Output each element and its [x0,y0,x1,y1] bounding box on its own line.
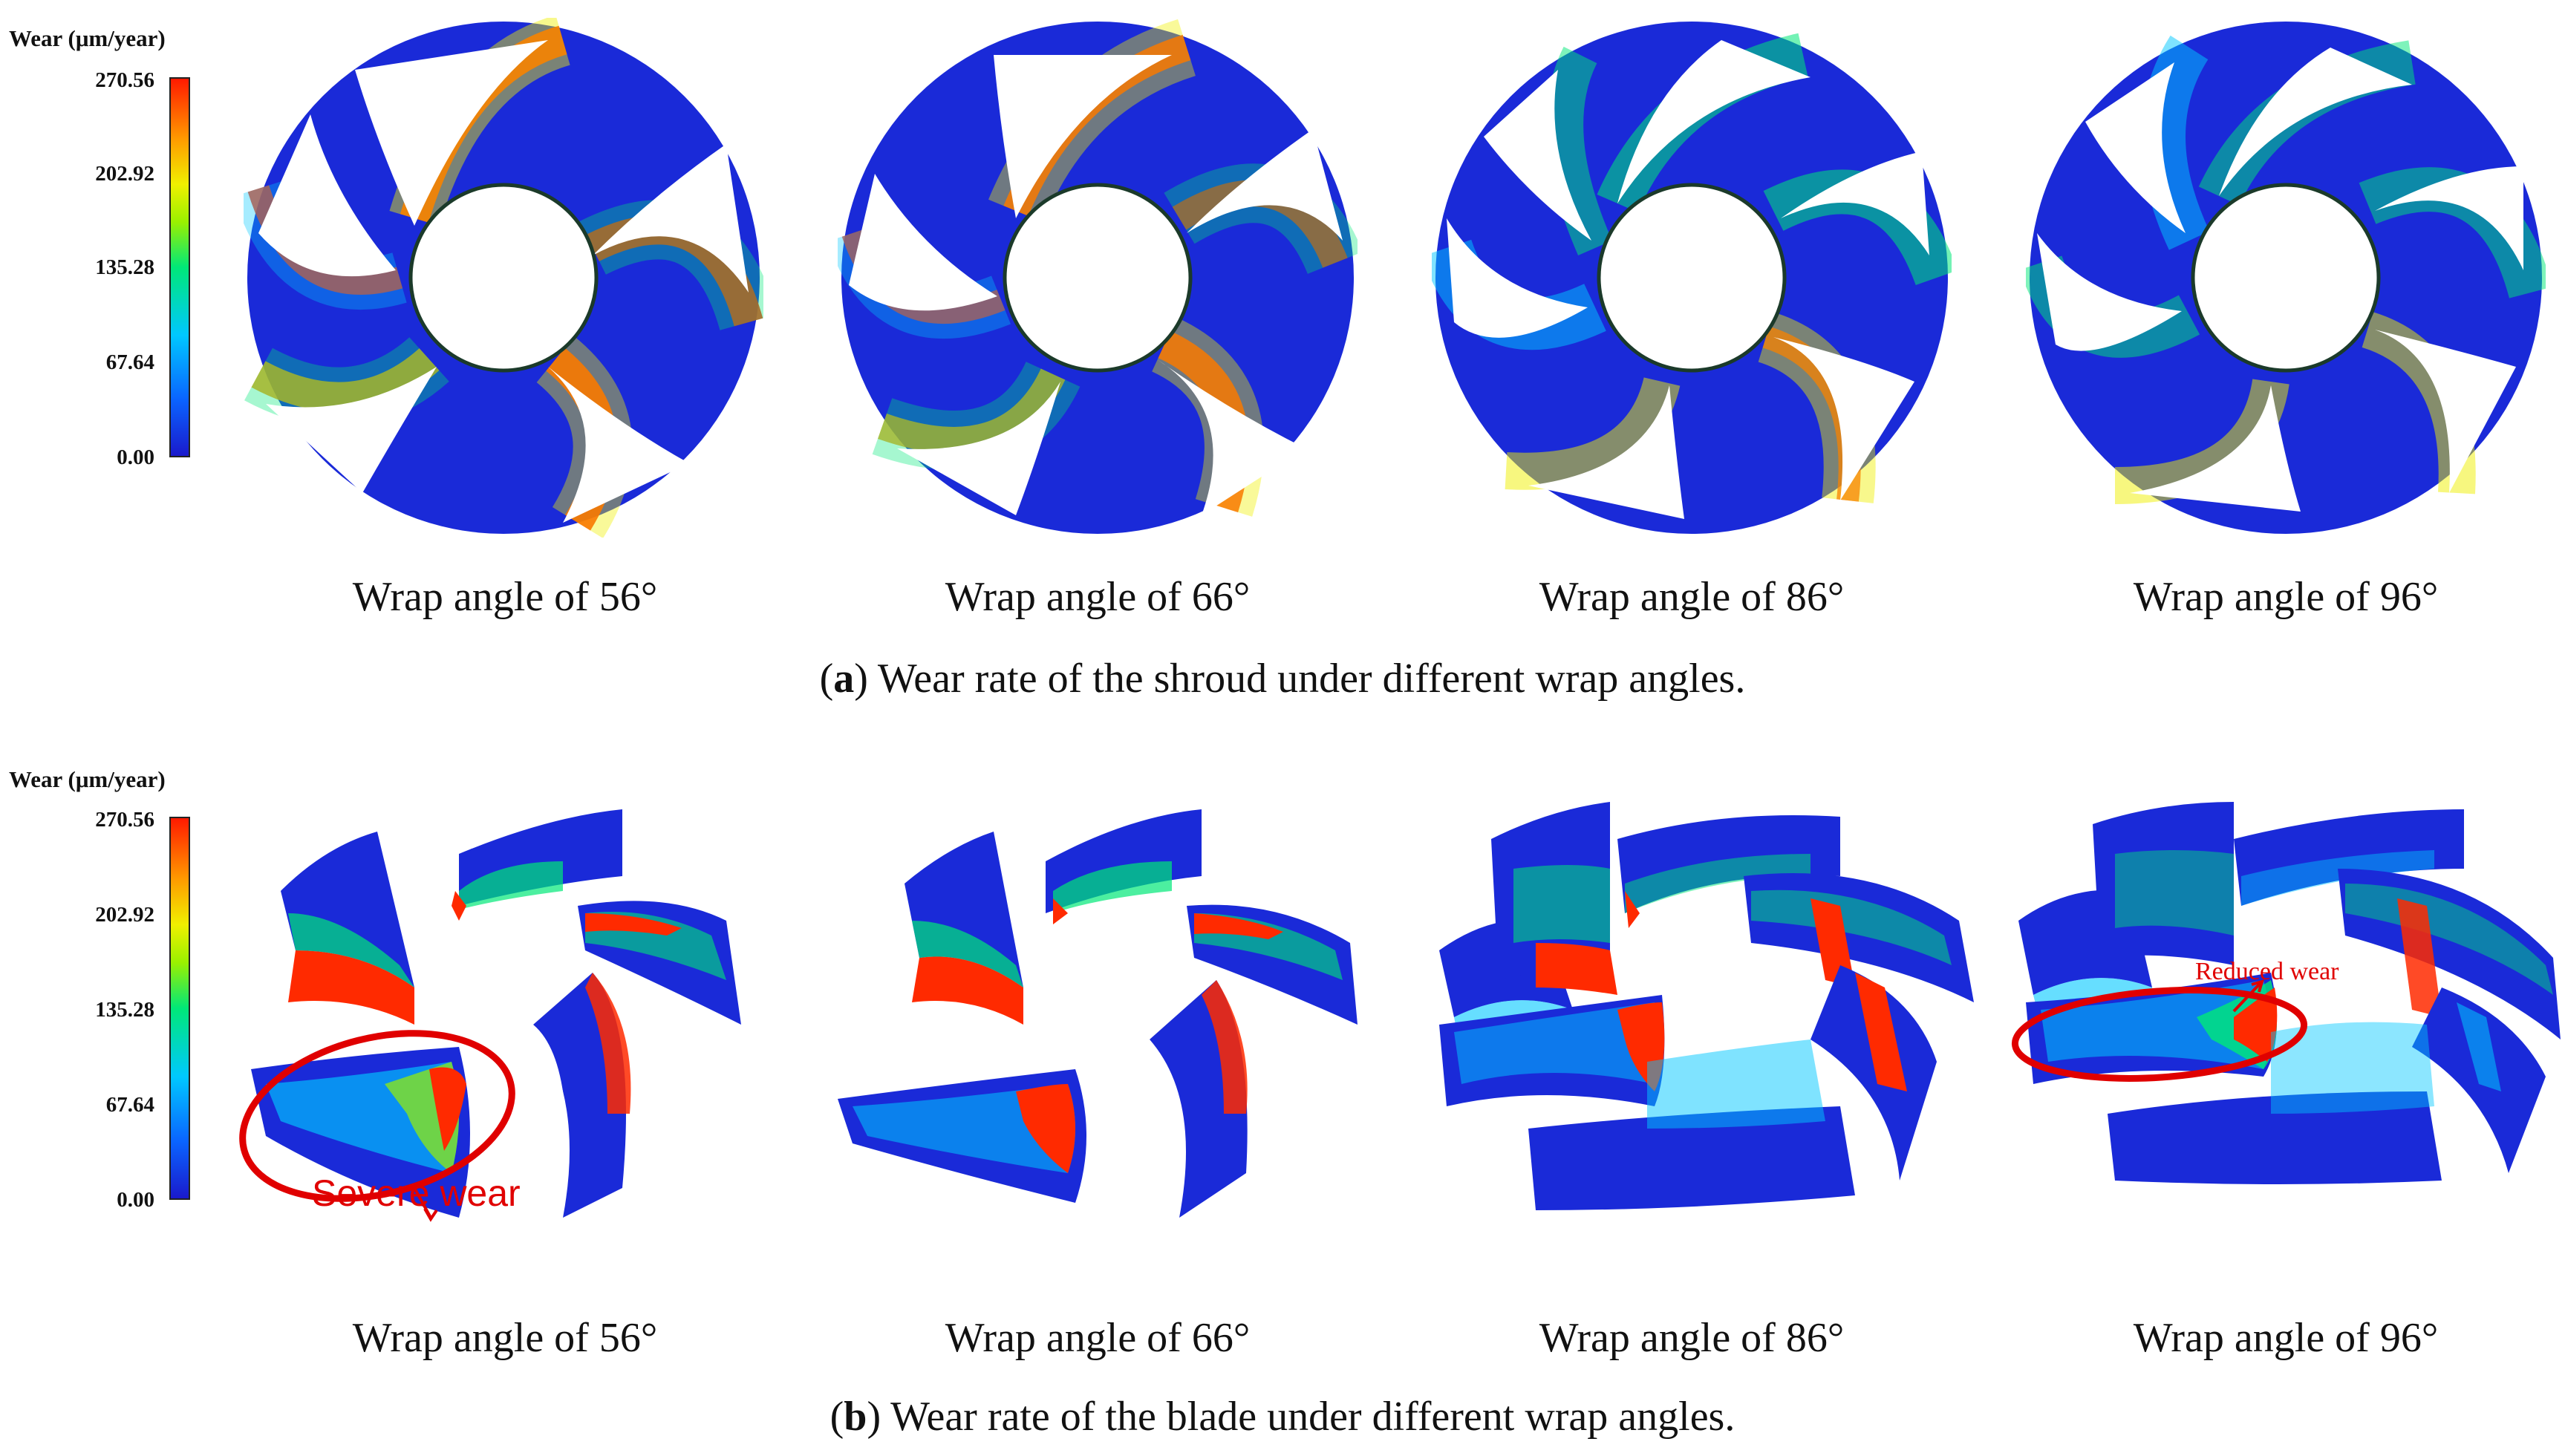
caption-a-86: Wrap angle of 86° [1539,574,1845,620]
blade-lower-right [1811,965,1937,1181]
colorbar-a-tick-2: 202.92 [95,162,154,186]
caption-a-66: Wrap angle of 66° [945,574,1251,620]
subcaption-b: (b) Wear rate of the blade under differe… [830,1394,1735,1440]
blade-wear-contour-86 [1439,802,1974,1210]
subcaption-b-text: Wear rate of the blade under different w… [881,1394,1735,1440]
blade-top-left [905,832,1023,1025]
subcaption-a-label: a [833,656,855,702]
blade-top [1046,809,1202,924]
blade-right [2338,869,2561,1039]
colorbar-b-tick-min: 0.00 [117,1188,154,1212]
shroud-wear-contour-56 [244,18,763,538]
blade-passages [2037,48,2523,512]
shroud-wear-contour-96 [2026,22,2546,534]
colorbar-title-a: Wear (μm/year) [9,25,166,51]
colorbar-a-tick-min: 0.00 [117,445,154,469]
blade-lower-right [511,973,631,1218]
colorbar-a [169,77,190,457]
blade-passages [258,40,749,523]
blade-upper-left [2093,802,2234,965]
blade-wear-contour-56 [239,809,741,1222]
colorbar-a-tick-3: 135.28 [95,255,154,279]
shroud-wear-contour-86 [1432,22,1952,534]
blade-top-left [281,832,414,1025]
blade-top [1617,815,1840,928]
blade-right [578,901,741,1025]
blade-lower-left [838,1069,1086,1203]
colorbar-b-tick-max: 270.56 [95,808,154,832]
reduced-wear-ellipse [2011,987,2308,1082]
blade-upper-left [1491,802,1617,995]
subcaption-b-label: b [844,1394,867,1440]
caption-b-86: Wrap angle of 86° [1539,1315,1845,1361]
blade-bottom [1528,1039,1855,1210]
blade-wear-contour-66 [838,809,1358,1218]
blade-top [452,809,622,921]
caption-b-96: Wrap angle of 96° [2133,1315,2439,1361]
blade-passages [1447,40,1929,519]
reduced-wear-arrow [2232,982,2262,1013]
colorbar-b-tick-2: 202.92 [95,903,154,927]
caption-b-66: Wrap angle of 66° [945,1315,1251,1361]
blade-lower-right [1127,980,1248,1218]
subcaption-a: (a) Wear rate of the shroud under differ… [819,656,1746,702]
caption-a-96: Wrap angle of 96° [2133,574,2439,620]
caption-a-56: Wrap angle of 56° [352,574,658,620]
blade-right [1187,904,1358,1025]
colorbar-b-tick-3: 135.28 [95,998,154,1022]
colorbar-title-b: Wear (μm/year) [9,766,166,792]
colorbar-b-tick-4: 67.64 [105,1093,154,1117]
severe-wear-ellipse [239,1030,515,1202]
caption-b-56: Wrap angle of 56° [352,1315,658,1361]
annotation-reduced-wear: Reduced wear [2195,958,2339,985]
blade-lower-left [251,1047,470,1218]
colorbar-a-tick-max: 270.56 [95,68,154,92]
blade-wear-contour-96 [2011,802,2561,1184]
shroud-wear-contour-66 [838,19,1358,534]
blade-bottom [2108,1022,2442,1184]
colorbar-a-tick-4: 67.64 [105,350,154,374]
subcaption-a-text: Wear rate of the shroud under different … [867,656,1746,702]
blade-lower-right [2412,987,2546,1173]
annotation-severe-wear: Severe wear [312,1172,521,1214]
colorbar-b [169,817,190,1200]
blade-right [1744,873,1974,1002]
blade-passages [849,55,1343,515]
blade-top [2234,809,2464,906]
